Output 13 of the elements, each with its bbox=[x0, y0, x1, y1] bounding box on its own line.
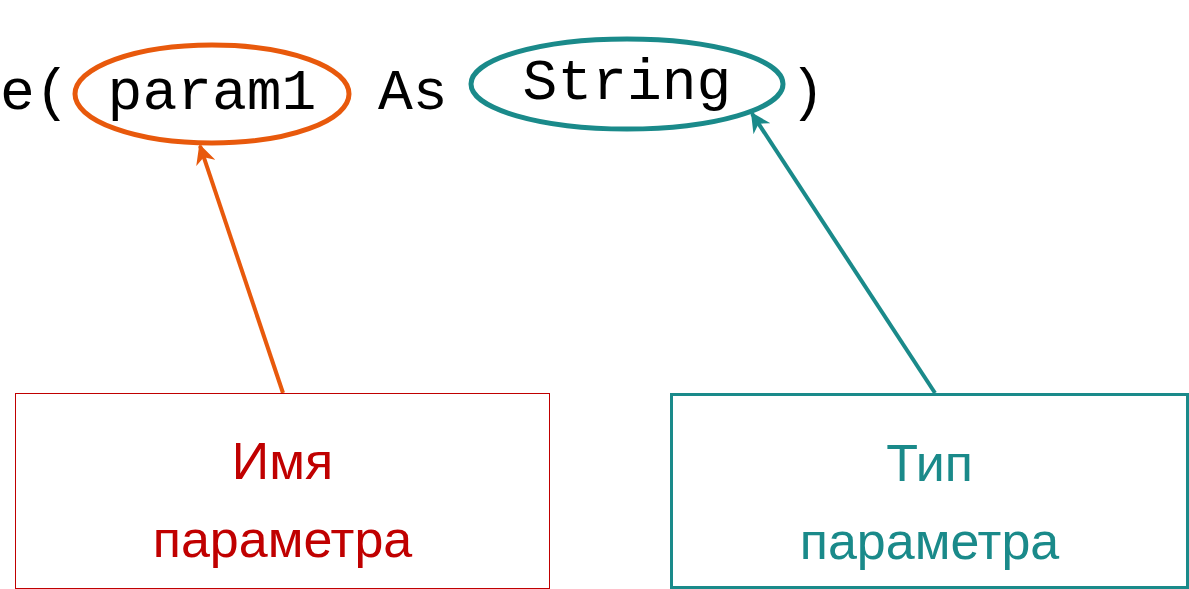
callout-box bbox=[15, 393, 550, 589]
arrow bbox=[750, 112, 937, 395]
code-identifier: String bbox=[522, 55, 732, 113]
code-identifier: param1 bbox=[107, 65, 317, 123]
highlight-ellipse bbox=[72, 42, 352, 146]
code-keyword: As bbox=[378, 65, 448, 123]
arrow bbox=[196, 143, 285, 394]
callout-text: Имя параметра bbox=[152, 431, 413, 570]
callout-box bbox=[670, 393, 1189, 589]
code-text: ) bbox=[790, 65, 825, 123]
callout-text: Тип параметра bbox=[799, 433, 1060, 572]
code-text: e( bbox=[0, 65, 70, 123]
highlight-ellipse bbox=[468, 36, 786, 132]
